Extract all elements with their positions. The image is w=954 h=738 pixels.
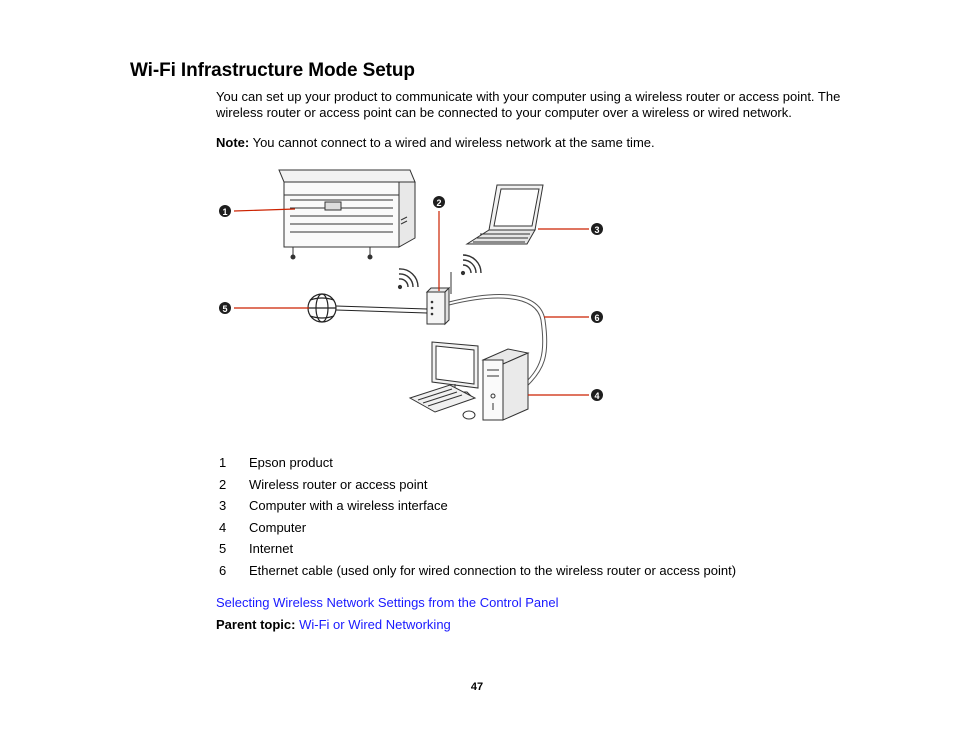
- legend-number: 4: [219, 520, 231, 535]
- callout-3-label: 3: [594, 225, 599, 235]
- desktop-computer-illustration: [410, 342, 528, 420]
- callout-2: 2: [433, 196, 445, 208]
- legend-text: Internet: [249, 541, 293, 556]
- intro-paragraph: You can set up your product to communica…: [216, 89, 856, 121]
- legend-text: Wireless router or access point: [249, 477, 427, 492]
- wireless-signal-left-icon: [399, 269, 418, 288]
- printer-illustration: [279, 170, 415, 259]
- legend-number: 6: [219, 563, 231, 578]
- callout-5-label: 5: [222, 304, 227, 314]
- callout-4: 4: [591, 389, 603, 401]
- wireless-signal-right-icon: [462, 255, 481, 274]
- callout-1: 1: [219, 205, 231, 217]
- parent-topic-link[interactable]: Wi-Fi or Wired Networking: [299, 617, 451, 632]
- legend-number: 5: [219, 541, 231, 556]
- note-label: Note:: [216, 135, 249, 150]
- globe-icon: [308, 294, 336, 322]
- callout-3: 3: [591, 223, 603, 235]
- callout-1-label: 1: [222, 207, 227, 217]
- callout-5: 5: [219, 302, 231, 314]
- parent-topic-label: Parent topic:: [216, 617, 295, 632]
- callout-6-label: 6: [594, 313, 599, 323]
- callout-4-label: 4: [594, 391, 599, 401]
- legend-number: 2: [219, 477, 231, 492]
- page-number: 47: [0, 681, 954, 693]
- note: Note: You cannot connect to a wired and …: [216, 135, 655, 150]
- selecting-wireless-settings-link[interactable]: Selecting Wireless Network Settings from…: [216, 595, 558, 610]
- legend-text: Epson product: [249, 455, 333, 470]
- legend-text: Computer: [249, 520, 306, 535]
- network-diagram: 1 2 3 6 5 4: [205, 160, 625, 430]
- callout-2-label: 2: [436, 198, 441, 208]
- note-text: You cannot connect to a wired and wirele…: [249, 135, 654, 150]
- parent-topic: Parent topic: Wi-Fi or Wired Networking: [216, 617, 451, 632]
- legend-text: Computer with a wireless interface: [249, 498, 448, 513]
- page-title: Wi-Fi Infrastructure Mode Setup: [130, 60, 415, 82]
- callout-6: 6: [591, 311, 603, 323]
- legend-number: 3: [219, 498, 231, 513]
- internet-cable: [336, 306, 427, 313]
- laptop-illustration: [467, 185, 543, 244]
- legend-number: 1: [219, 455, 231, 470]
- legend-text: Ethernet cable (used only for wired conn…: [249, 563, 736, 578]
